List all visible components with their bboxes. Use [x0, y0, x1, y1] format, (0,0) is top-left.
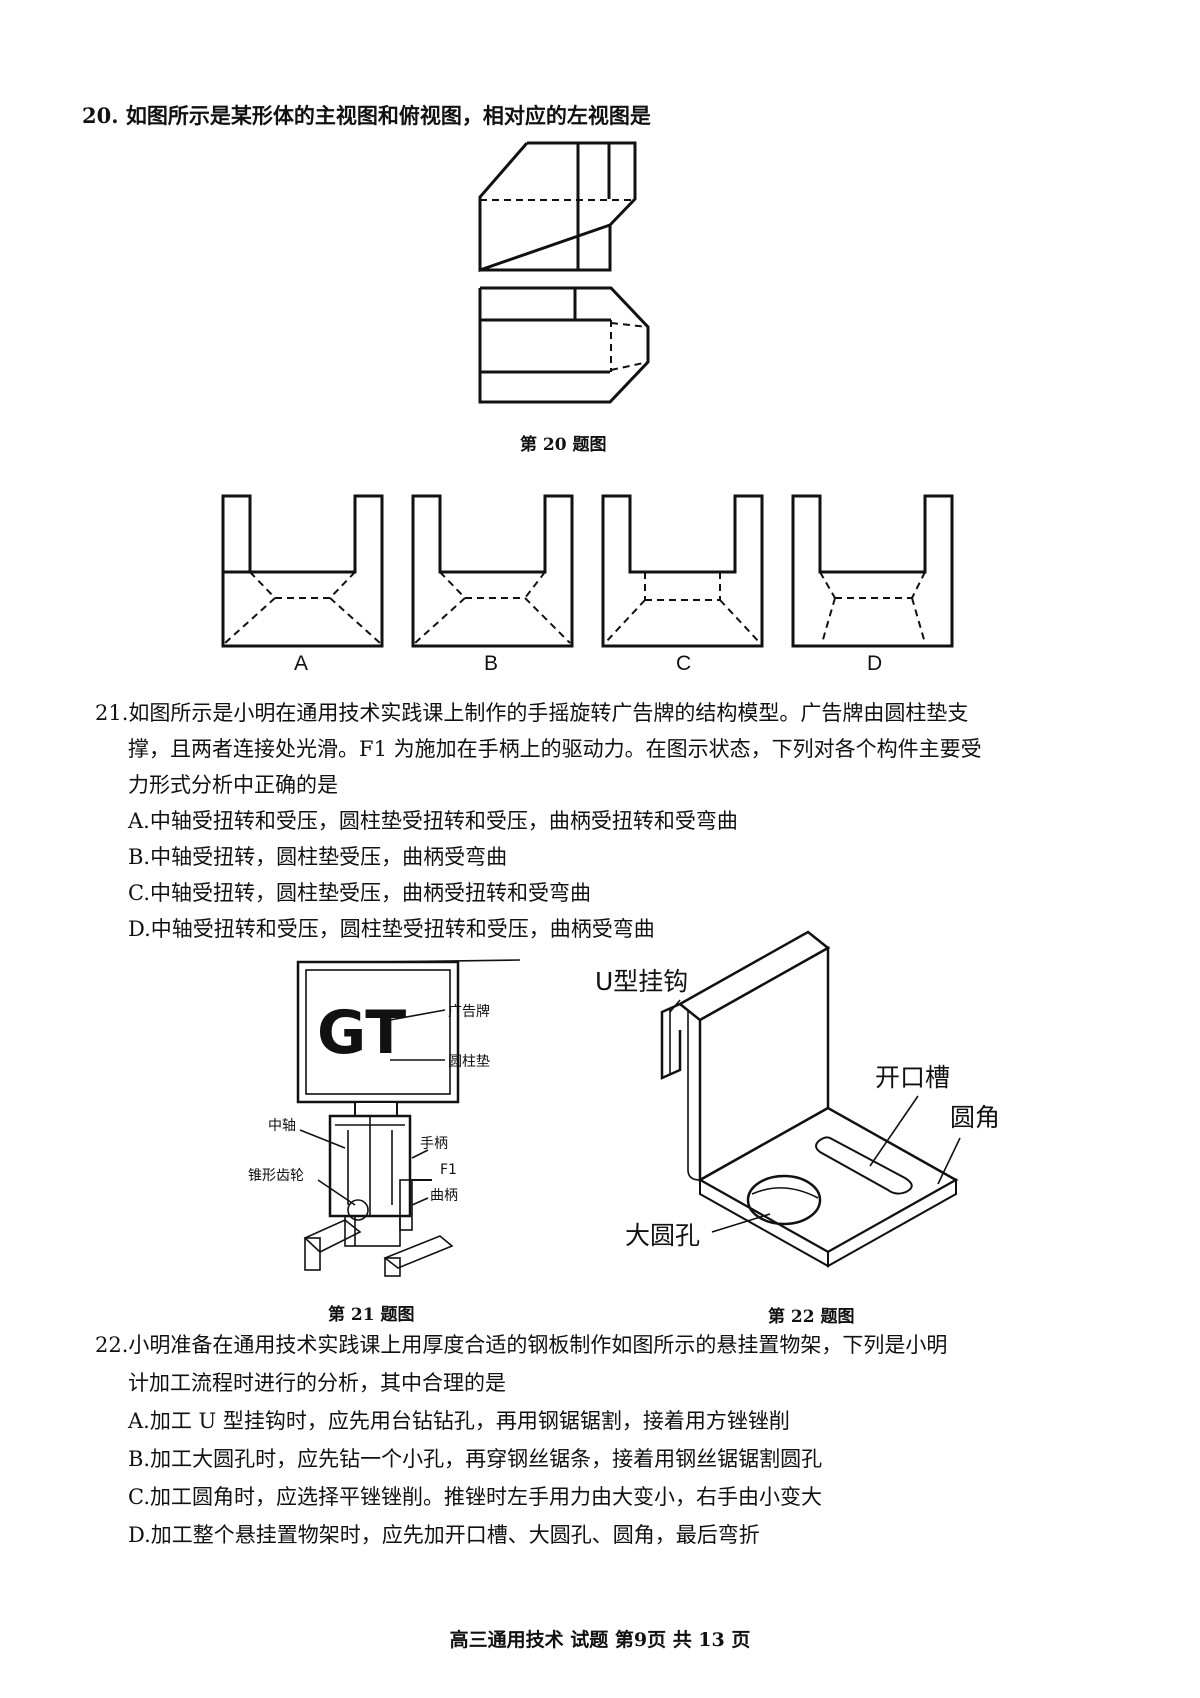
q22-label-u-hook: U型挂钩 [595, 967, 688, 996]
q21-label-billboard: 广告牌 [448, 1003, 490, 1020]
q21-option-a[interactable]: A.中轴受扭转和受压，圆柱垫受扭转和受压，曲柄受扭转和受弯曲 [128, 809, 738, 833]
q22-label-slot: 开口槽 [875, 1063, 950, 1092]
q22-option-c[interactable]: C.加工圆角时，应选择平锉锉削。推锉时左手用力由大变小，右手由小变大 [128, 1485, 822, 1509]
q20-figure-caption: 第 20 题图 [520, 435, 607, 455]
q21-label-force: F1 [440, 1162, 457, 1178]
q20-option-d-label[interactable]: D [867, 652, 883, 675]
q22-stem-line-2: 计加工流程时进行的分析，其中合理的是 [128, 1371, 506, 1395]
q22-stem-line-1: 22.小明准备在通用技术实践课上用厚度合适的钢板制作如图所示的悬挂置物架，下列是… [95, 1333, 948, 1357]
q21-label-cylinder-pad: 圆柱垫 [448, 1054, 490, 1070]
q21-stem-line-1: 21.如图所示是小明在通用技术实践课上制作的手摇旋转广告牌的结构模型。广告牌由圆… [95, 701, 969, 725]
q21-label-bevel-gear: 锥形齿轮 [248, 1168, 304, 1184]
q21-stem-line-2: 撑，且两者连接处光滑。F1 为施加在手柄上的驱动力。在图示状态，下列对各个构件主… [128, 737, 982, 761]
q22-option-b[interactable]: B.加工大圆孔时，应先钻一个小孔，再穿钢丝锯条，接着用钢丝锯锯割圆孔 [128, 1447, 823, 1471]
q21-label-handle: 手柄 [420, 1136, 448, 1152]
q20-option-b-label[interactable]: B [484, 652, 499, 675]
q22-option-d[interactable]: D.加工整个悬挂置物架时，应先加开口槽、大圆孔、圆角，最后弯折 [128, 1523, 760, 1547]
q22-label-big-hole: 大圆孔 [625, 1221, 700, 1250]
q21-stem-line-3: 力形式分析中正确的是 [128, 773, 338, 797]
q21-option-d[interactable]: D.中轴受扭转和受压，圆柱垫受扭转和受压，曲柄受弯曲 [128, 917, 655, 941]
q22-figure-caption: 第 22 题图 [768, 1307, 855, 1327]
q21-option-c[interactable]: C.中轴受扭转，圆柱垫受压，曲柄受扭转和受弯曲 [128, 881, 591, 905]
q21-board-letters: GT [317, 998, 406, 1068]
q21-label-crank: 曲柄 [430, 1188, 458, 1204]
q20-option-c-label[interactable]: C [676, 652, 692, 675]
q21-figure-caption: 第 21 题图 [328, 1305, 415, 1325]
q22-option-a[interactable]: A.加工 U 型挂钩时，应先用台钻钻孔，再用钢锯锯割，接着用方锉锉削 [128, 1409, 790, 1433]
q22-label-fillet: 圆角 [950, 1103, 1000, 1132]
q21-label-center-shaft: 中轴 [268, 1118, 296, 1134]
page-footer: 高三通用技术 试题 第9页 共 13 页 [449, 1629, 751, 1651]
q20-option-a-label[interactable]: A [294, 652, 309, 675]
q21-option-b[interactable]: B.中轴受扭转，圆柱垫受压，曲柄受弯曲 [128, 845, 508, 869]
q20-stem: 20. 如图所示是某形体的主视图和俯视图，相对应的左视图是 [82, 103, 651, 128]
